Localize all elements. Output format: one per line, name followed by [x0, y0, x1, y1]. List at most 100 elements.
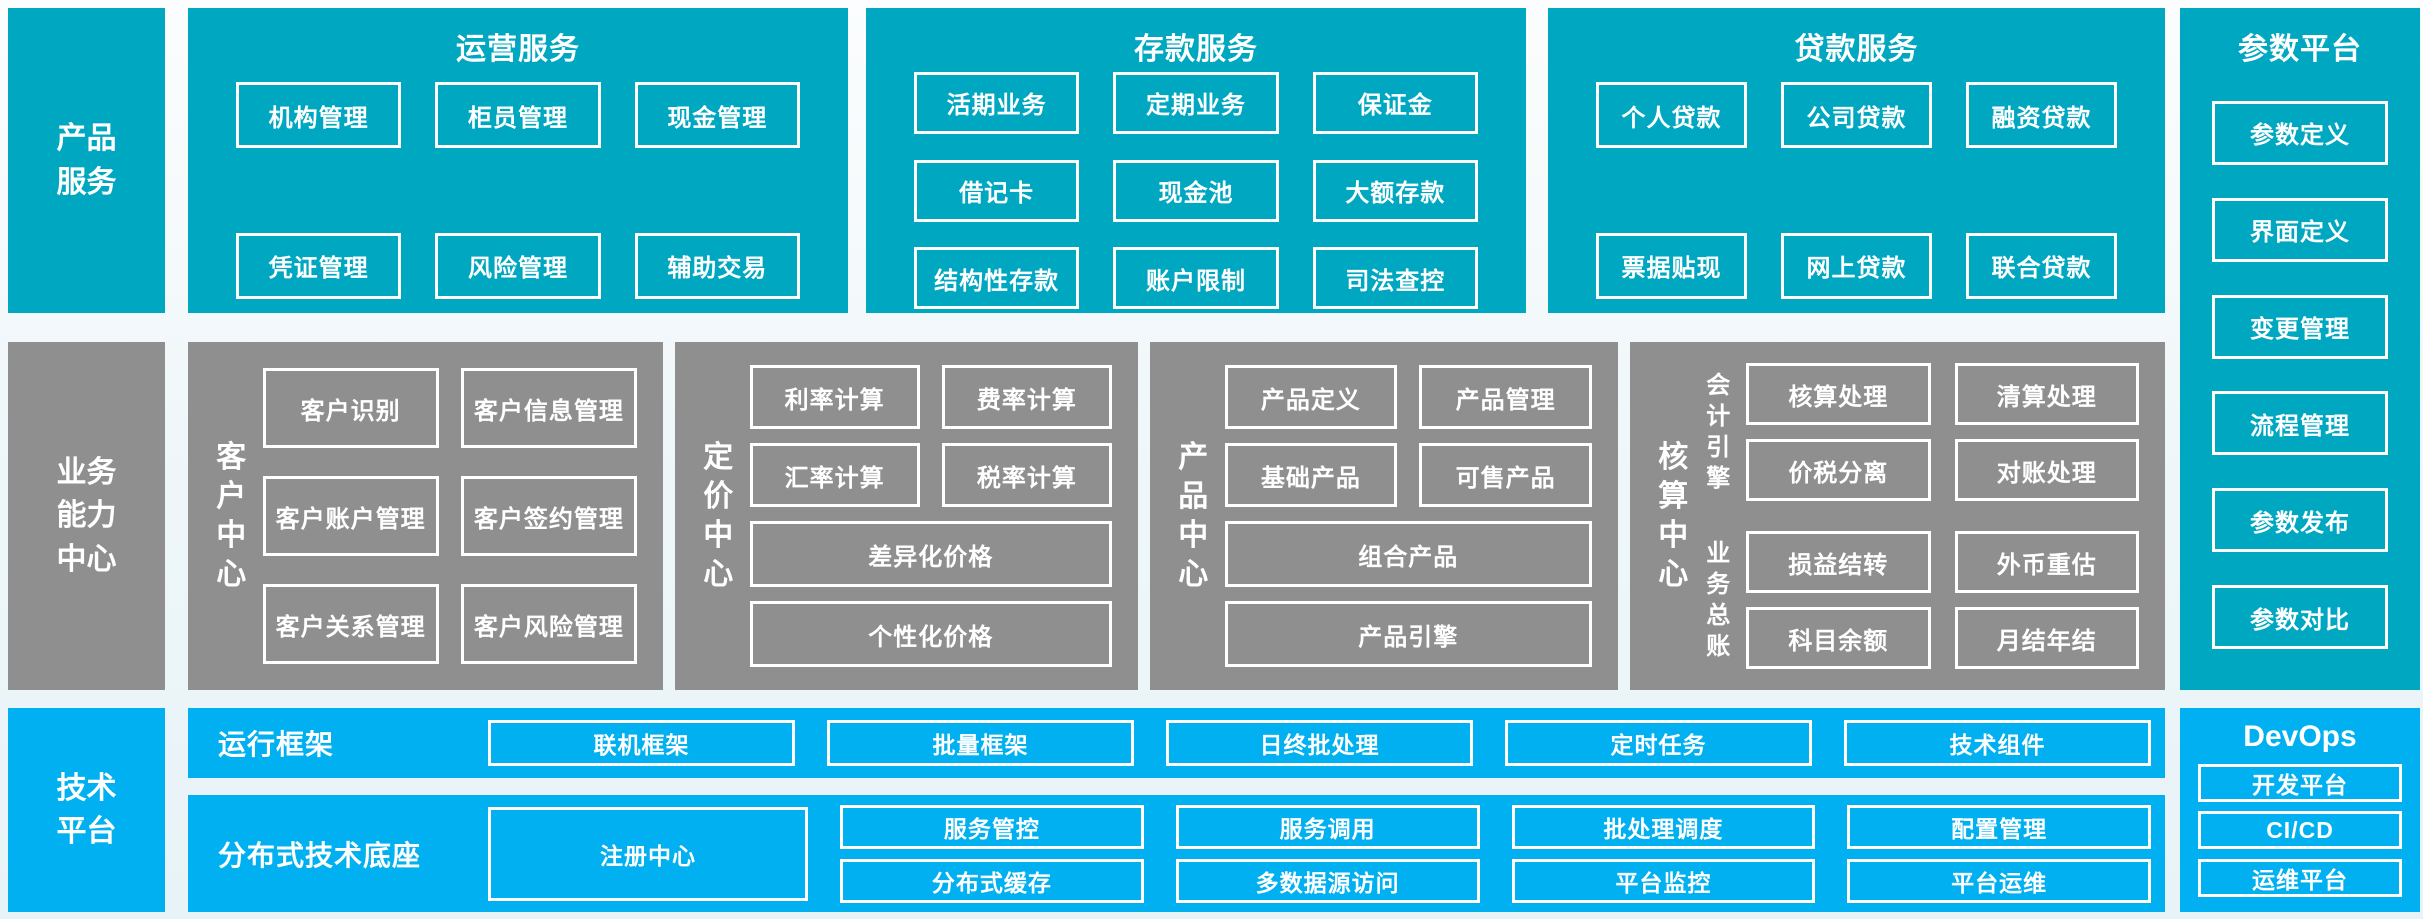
block-parameter-release: 参数发布 [2212, 488, 2388, 553]
block-composite-product: 组合产品 [1224, 521, 1592, 587]
block-online-framework: 联机框架 [488, 720, 795, 766]
block-subject-balance: 科目余额 [1746, 607, 1931, 669]
accounting-engine-label: 会计引擎 [1706, 371, 1731, 493]
block-risk-management: 风险管理 [435, 232, 601, 299]
block-ops-platform: 运维平台 [2198, 858, 2402, 897]
customer-center-label: 客户中心 [216, 441, 247, 591]
block-customer-info-management: 客户信息管理 [460, 368, 637, 448]
block-auxiliary-transaction: 辅助交易 [634, 232, 800, 299]
block-process-management: 流程管理 [2212, 391, 2388, 456]
deposit-boxes: 活期业务 定期业务 保证金 借记卡 现金池 大额存款 结构性存款 账户限制 司法… [866, 68, 1526, 313]
block-bill-discount: 票据贴现 [1596, 232, 1747, 299]
panel-loan-services: 贷款服务 个人贷款 公司贷款 融资贷款 票据贴现 网上贷款 联合贷款 [1548, 8, 2165, 313]
product-center-boxes: 产品定义 产品管理 基础产品 可售产品 组合产品 产品引擎 [1224, 365, 1592, 667]
block-eod-batch-processing: 日终批处理 [1166, 720, 1473, 766]
product-center-label: 产品中心 [1178, 441, 1209, 591]
runtime-framework-boxes: 联机框架 批量框架 日终批处理 定时任务 技术组件 [488, 720, 2151, 766]
block-online-loan: 网上贷款 [1781, 232, 1932, 299]
block-service-invocation: 服务调用 [1175, 804, 1480, 849]
block-structured-deposit: 结构性存款 [914, 247, 1080, 310]
devops-title: DevOps [2243, 720, 2357, 753]
block-org-management: 机构管理 [236, 82, 402, 149]
block-basic-product: 基础产品 [1224, 443, 1398, 507]
block-large-deposit: 大额存款 [1312, 159, 1478, 222]
distributed-col-3: 批处理调度 平台监控 [1511, 804, 1816, 903]
block-batch-framework: 批量框架 [827, 720, 1134, 766]
block-price-tax-separation: 价税分离 [1746, 439, 1931, 501]
panel-loan-title: 贷款服务 [1794, 33, 1919, 66]
distributed-col-1: 服务管控 分布式缓存 [840, 804, 1144, 903]
block-registry-center: 注册中心 [488, 806, 808, 901]
block-parameter-definition: 参数定义 [2212, 100, 2388, 165]
block-syndicated-loan: 联合贷款 [1966, 232, 2117, 299]
block-month-year-end: 月结年结 [1954, 607, 2139, 669]
sidebar-technology-platform: 技术平台 [8, 708, 165, 912]
accounting-engine-group: 会计引擎 核算处理 清算处理 价税分离 对账处理 [1705, 363, 2139, 501]
block-customer-risk-management: 客户风险管理 [460, 584, 637, 664]
block-judicial-control: 司法查控 [1312, 247, 1478, 310]
block-platform-monitoring: 平台监控 [1511, 858, 1816, 903]
block-reconciliation-processing: 对账处理 [1954, 439, 2139, 501]
block-product-engine: 产品引擎 [1224, 601, 1592, 667]
block-distributed-cache: 分布式缓存 [840, 858, 1144, 903]
block-customer-contract-management: 客户签约管理 [460, 476, 637, 556]
panel-product-center: 产品中心 产品定义 产品管理 基础产品 可售产品 组合产品 产品引擎 [1150, 342, 1618, 690]
panel-deposit-title: 存款服务 [1134, 33, 1258, 66]
band-distributed-base: 分布式技术底座 注册中心 服务管控 分布式缓存 服务调用 多数据源访问 批处理调… [188, 795, 2165, 912]
block-fee-rate-calc: 费率计算 [941, 365, 1112, 429]
block-cicd: CI/CD [2198, 811, 2402, 849]
block-product-management: 产品管理 [1419, 365, 1592, 429]
panel-parameter-platform: 参数平台 参数定义 界面定义 变更管理 流程管理 参数发布 参数对比 [2180, 8, 2420, 690]
block-voucher-management: 凭证管理 [236, 232, 402, 299]
block-config-management: 配置管理 [1847, 804, 2151, 849]
panel-pricing-center: 定价中心 利率计算 费率计算 汇率计算 税率计算 差异化价格 个性化价格 [675, 342, 1138, 690]
block-corporate-loan: 公司贷款 [1781, 82, 1932, 149]
block-foreign-currency-revaluation: 外币重估 [1954, 531, 2139, 593]
block-interest-rate-calc: 利率计算 [749, 365, 920, 429]
block-cash-pool: 现金池 [1113, 159, 1279, 222]
business-ledger-group: 业务总账 损益结转 外币重估 科目余额 月结年结 [1705, 531, 2139, 669]
sidebar-technology-platform-label: 技术平台 [56, 771, 117, 849]
pricing-center-label: 定价中心 [703, 441, 734, 591]
sidebar-business-capability-label: 业务能力中心 [56, 455, 117, 576]
panel-customer-center: 客户中心 客户识别 客户信息管理 客户账户管理 客户签约管理 客户关系管理 客户… [188, 342, 663, 690]
block-ui-definition: 界面定义 [2212, 197, 2388, 262]
panel-accounting-center: 核算中心 会计引擎 核算处理 清算处理 价税分离 对账处理 业务总账 损益结转 … [1630, 342, 2165, 690]
sidebar-business-capability: 业务能力中心 [8, 342, 165, 690]
block-tax-rate-calc: 税率计算 [941, 443, 1112, 507]
block-multi-datasource-access: 多数据源访问 [1175, 858, 1480, 903]
block-time-deposit: 定期业务 [1113, 71, 1279, 134]
distributed-base-boxes: 注册中心 服务管控 分布式缓存 服务调用 多数据源访问 批处理调度 平台监控 配… [488, 804, 2151, 903]
block-platform-operations: 平台运维 [1847, 858, 2151, 903]
block-demand-deposit: 活期业务 [914, 71, 1080, 134]
block-cash-management: 现金管理 [634, 82, 800, 149]
block-personal-loan: 个人贷款 [1596, 82, 1747, 149]
block-accounting-processing: 核算处理 [1746, 363, 1931, 425]
block-change-management: 变更管理 [2212, 294, 2388, 359]
block-teller-management: 柜员管理 [435, 82, 601, 149]
devops-boxes: 开发平台 CI/CD 运维平台 [2180, 754, 2420, 912]
block-customer-account-management: 客户账户管理 [262, 476, 439, 556]
accounting-center-label: 核算中心 [1658, 441, 1689, 591]
distributed-col-4: 配置管理 平台运维 [1847, 804, 2151, 903]
block-debit-card: 借记卡 [914, 159, 1080, 222]
pricing-center-boxes: 利率计算 费率计算 汇率计算 税率计算 差异化价格 个性化价格 [749, 365, 1112, 667]
block-exchange-rate-calc: 汇率计算 [749, 443, 920, 507]
business-ledger-label: 业务总账 [1706, 539, 1731, 661]
sidebar-product-services-label: 产品服务 [56, 122, 117, 199]
customer-center-boxes: 客户识别 客户信息管理 客户账户管理 客户签约管理 客户关系管理 客户风险管理 [262, 368, 637, 664]
block-scheduled-tasks: 定时任务 [1505, 720, 1812, 766]
block-differentiated-pricing: 差异化价格 [749, 521, 1112, 587]
block-clearing-processing: 清算处理 [1954, 363, 2139, 425]
operations-boxes: 机构管理 柜员管理 现金管理 凭证管理 风险管理 辅助交易 [188, 68, 848, 313]
accounting-center-groups: 会计引擎 核算处理 清算处理 价税分离 对账处理 业务总账 损益结转 外币重估 … [1705, 363, 2139, 669]
parameter-platform-boxes: 参数定义 界面定义 变更管理 流程管理 参数发布 参数对比 [2180, 68, 2420, 690]
panel-operations-title: 运营服务 [456, 33, 580, 66]
panel-operations-services: 运营服务 机构管理 柜员管理 现金管理 凭证管理 风险管理 辅助交易 [188, 8, 848, 313]
runtime-framework-label: 运行框架 [218, 729, 335, 760]
distributed-base-label: 分布式技术底座 [218, 839, 422, 871]
panel-deposit-services: 存款服务 活期业务 定期业务 保证金 借记卡 现金池 大额存款 结构性存款 账户… [866, 8, 1526, 313]
block-development-platform: 开发平台 [2198, 763, 2402, 802]
block-profit-loss-carryover: 损益结转 [1746, 531, 1931, 593]
